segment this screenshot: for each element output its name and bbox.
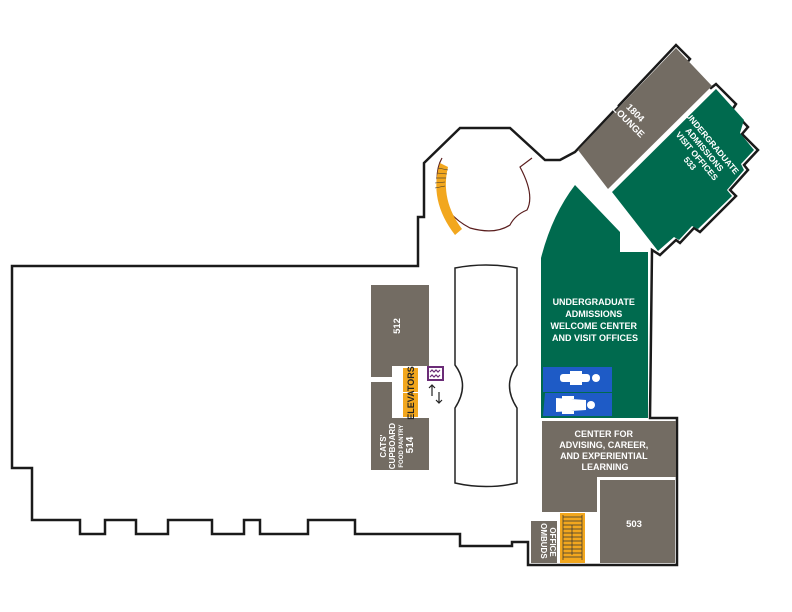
cats-line3: FOOD PANTRY xyxy=(399,425,405,468)
center-line4: LEARNING xyxy=(582,462,629,472)
cats-line2: CUPBOARD xyxy=(388,423,397,469)
room-1804-lounge[interactable] xyxy=(578,48,712,189)
room-welcome-center[interactable] xyxy=(541,185,648,418)
room-514-label: 514 xyxy=(405,436,416,453)
svg-text:CENTER FOR ADVISING, CAREE: CENTER FOR ADVISING, CAREER, AND EXPERIE… xyxy=(559,429,651,472)
room-ombuds-office[interactable] xyxy=(531,521,557,563)
ombuds-line1: OMBUDS xyxy=(539,523,548,559)
svg-text:UNDERGRADUATE ADMISSIONS: UNDERGRADUATE ADMISSIONS WELCOME CENTER … xyxy=(550,297,639,343)
center-line1: CENTER FOR xyxy=(574,429,633,439)
spiral-stairs-icon xyxy=(434,163,462,235)
woman-icon xyxy=(556,396,595,414)
welcome-line2: ADMISSIONS xyxy=(565,309,622,319)
room-533-visit-offices[interactable] xyxy=(612,89,754,251)
room-503-label: 503 xyxy=(626,519,642,530)
svg-text:CATS' CUPBOARD FOOD PA: CATS' CUPBOARD FOOD PANTRY 514 xyxy=(379,421,416,469)
restroom-mens[interactable] xyxy=(543,367,612,392)
restroom-womens[interactable] xyxy=(543,393,612,416)
elevators[interactable]: ELEVATORS xyxy=(403,366,418,420)
welcome-line3: WELCOME CENTER xyxy=(550,321,637,331)
room-center-for-advising[interactable] xyxy=(542,421,676,512)
welcome-line4: AND VISIT OFFICES xyxy=(552,333,638,343)
welcome-line1: UNDERGRADUATE xyxy=(553,297,635,307)
center-line3: AND EXPERIENTIAL xyxy=(560,451,648,461)
freight-elevator-icon xyxy=(427,366,444,381)
cats-line1: CATS' xyxy=(379,434,388,457)
room-512[interactable] xyxy=(371,285,429,377)
stairs-icon xyxy=(560,513,585,563)
room-503[interactable] xyxy=(600,480,675,563)
svg-text:OMBUDS OFFICE: OMBUDS OFFICE xyxy=(539,523,557,561)
elevators-label: ELEVATORS xyxy=(406,366,416,420)
man-icon xyxy=(560,371,600,385)
ombuds-line2: OFFICE xyxy=(548,527,557,557)
room-512-label: 512 xyxy=(392,318,403,334)
center-line2: ADVISING, CAREER, xyxy=(559,440,648,450)
atrium xyxy=(454,264,518,488)
up-down-arrows-icon xyxy=(428,384,443,404)
